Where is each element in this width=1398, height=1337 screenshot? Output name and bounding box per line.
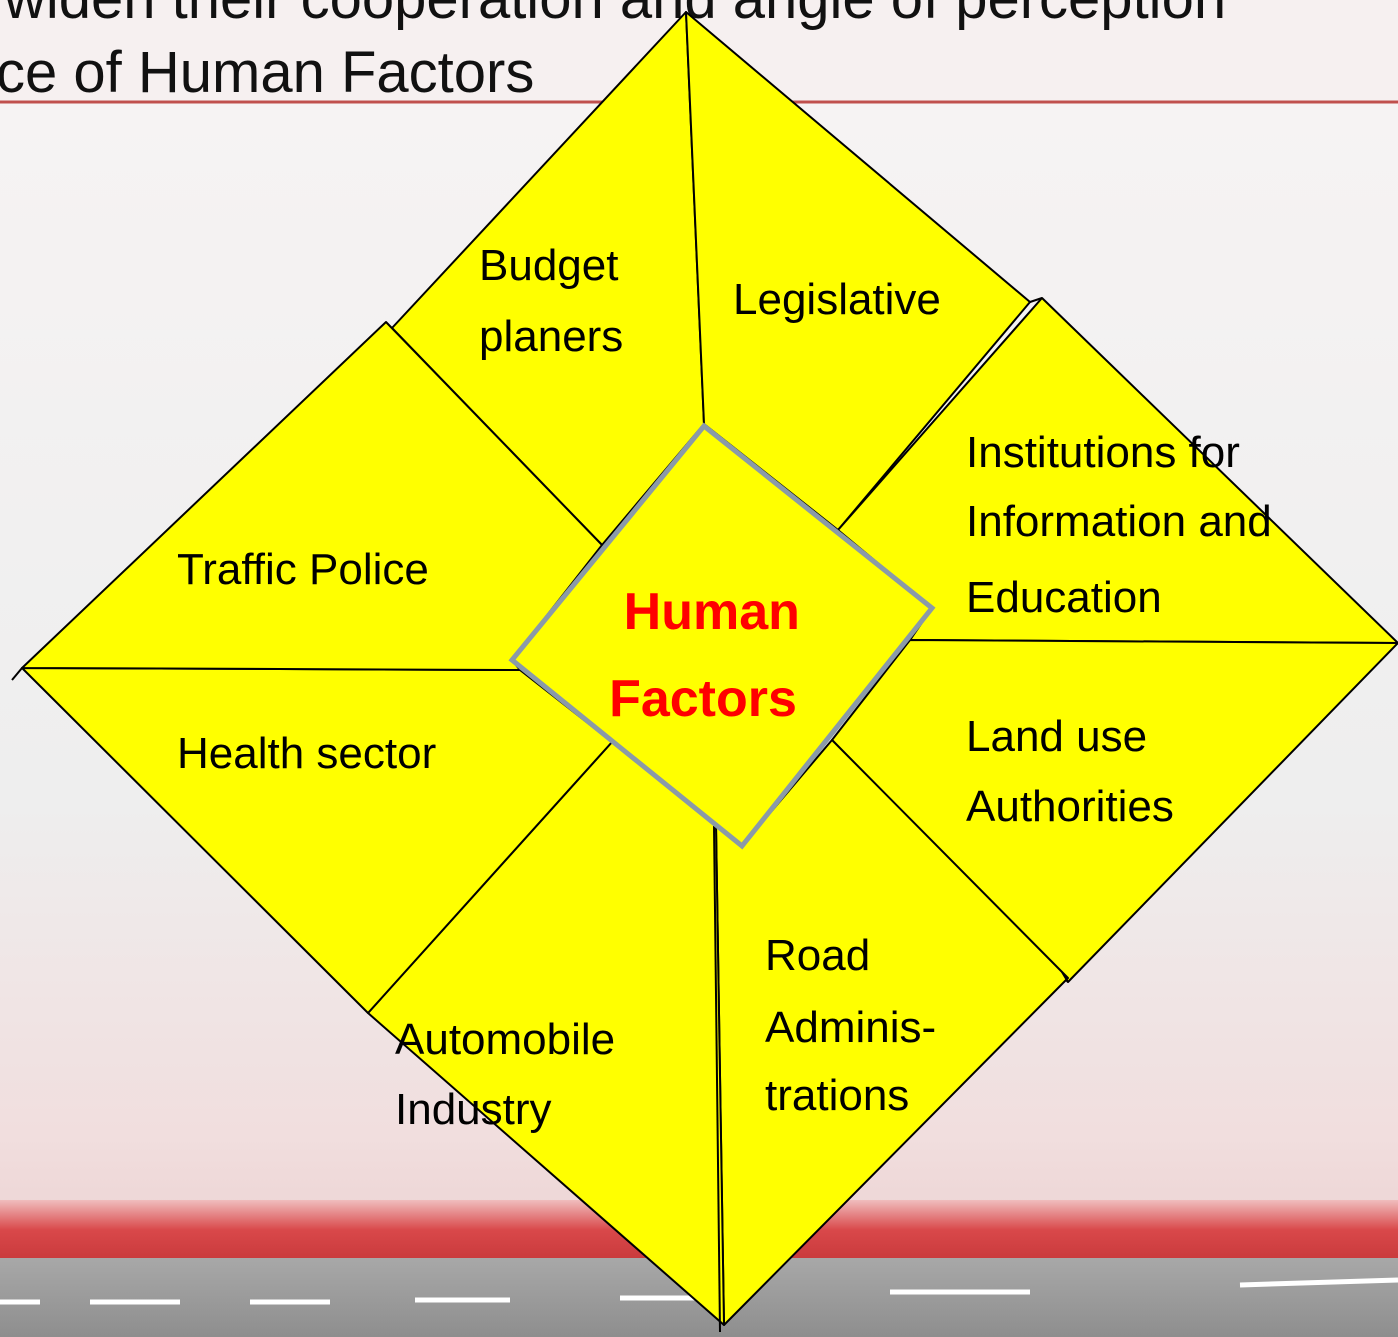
label-automobile-industry: Automobile Industry bbox=[395, 1015, 627, 1134]
label-road-line-3: trations bbox=[765, 1071, 909, 1120]
label-legislative: Legislative bbox=[733, 275, 941, 324]
label-land-use-line-2: Authorities bbox=[966, 782, 1174, 831]
segment-outline-extras bbox=[11, 297, 1069, 1333]
label-land-use-line-1: Land use bbox=[966, 712, 1147, 761]
label-traffic-police-line-1: Traffic Police bbox=[177, 545, 429, 594]
label-institutions-line-2: Information and bbox=[966, 497, 1272, 546]
center-label-line-2: Factors bbox=[609, 670, 797, 728]
slide-title-line-2: ce of Human Factors bbox=[0, 40, 535, 105]
label-health-sector-line-1: Health sector bbox=[177, 729, 436, 778]
label-road-line-1: Road bbox=[765, 931, 870, 980]
label-institutions-line-1: Institutions for bbox=[966, 428, 1240, 477]
label-institutions: Institutions for Information and Educati… bbox=[966, 428, 1284, 622]
label-automobile-line-1: Automobile bbox=[395, 1015, 615, 1064]
road-markings bbox=[0, 1277, 1398, 1305]
label-automobile-line-2: Industry bbox=[395, 1085, 552, 1134]
center-diamond bbox=[508, 422, 936, 850]
center-label-line-1: Human bbox=[624, 583, 800, 641]
label-land-use: Land use Authorities bbox=[966, 712, 1174, 831]
label-budget-planers-line-2: planers bbox=[479, 312, 623, 361]
label-road-line-2: Adminis- bbox=[765, 1003, 936, 1052]
center-label: Human Factors bbox=[609, 583, 814, 728]
label-budget-planers-line-1: Budget bbox=[479, 241, 618, 290]
slide-title-line-1: widen their cooperation and angle of per… bbox=[4, 0, 1226, 28]
label-health-sector: Health sector bbox=[177, 729, 436, 778]
diagram-segments bbox=[21, 11, 1398, 1326]
label-institutions-line-3: Education bbox=[966, 573, 1162, 622]
label-road-administrations: Road Adminis- trations bbox=[765, 931, 948, 1120]
label-budget-planers: Budget planers bbox=[479, 241, 631, 361]
label-legislative-line-1: Legislative bbox=[733, 275, 941, 324]
label-traffic-police: Traffic Police bbox=[177, 545, 429, 594]
